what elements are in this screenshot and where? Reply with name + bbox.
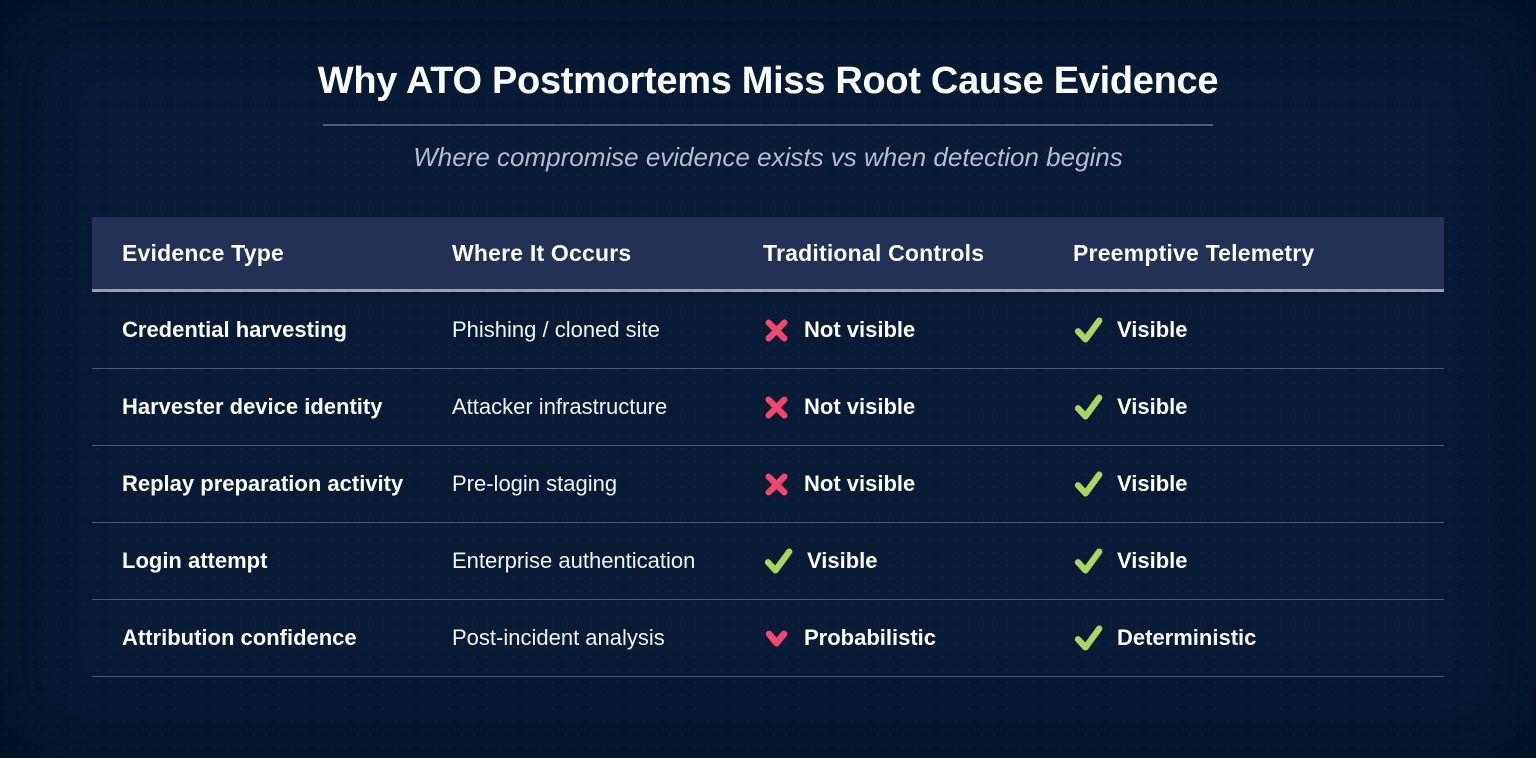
- table-row: Replay preparation activity Pre-login st…: [92, 446, 1444, 523]
- status-label: Visible: [807, 548, 878, 573]
- preemptive-telemetry-cell: Visible: [1043, 392, 1444, 422]
- check-icon: [1073, 623, 1103, 653]
- x-icon: [763, 394, 790, 421]
- evidence-type-cell: Login attempt: [122, 548, 268, 573]
- status-label: Visible: [1117, 471, 1188, 496]
- table-header-row: Evidence Type Where It Occurs Traditiona…: [92, 217, 1444, 292]
- status-label: Not visible: [804, 394, 916, 419]
- where-it-occurs-cell: Enterprise authentication: [452, 548, 696, 573]
- check-icon: [1073, 546, 1103, 576]
- chevron-down-icon: [763, 625, 790, 652]
- preemptive-telemetry-cell: Visible: [1043, 315, 1444, 345]
- where-it-occurs-cell: Post-incident analysis: [452, 625, 665, 650]
- comparison-table: Evidence Type Where It Occurs Traditiona…: [92, 217, 1444, 677]
- check-icon: [1073, 469, 1103, 499]
- status-label: Deterministic: [1117, 625, 1257, 650]
- status-label: Probabilistic: [804, 625, 937, 650]
- page-title: Why ATO Postmortems Miss Root Cause Evid…: [317, 60, 1219, 102]
- traditional-controls-cell: Probabilistic: [733, 625, 1043, 652]
- traditional-controls-cell: Not visible: [733, 317, 1043, 344]
- check-icon: [1073, 315, 1103, 345]
- table-row: Attribution confidence Post-incident ana…: [92, 600, 1444, 677]
- traditional-controls-cell: Visible: [733, 546, 1043, 576]
- column-header-traditional-controls: Traditional Controls: [763, 239, 985, 266]
- status-label: Not visible: [804, 471, 916, 496]
- status-label: Not visible: [804, 317, 916, 342]
- traditional-controls-cell: Not visible: [733, 471, 1043, 498]
- x-icon: [763, 317, 790, 344]
- x-icon: [763, 471, 790, 498]
- where-it-occurs-cell: Attacker infrastructure: [452, 394, 668, 419]
- table-row: Credential harvesting Phishing / cloned …: [92, 292, 1444, 369]
- where-it-occurs-cell: Phishing / cloned site: [452, 317, 660, 342]
- where-it-occurs-cell: Pre-login staging: [452, 471, 618, 496]
- title-divider: [323, 123, 1213, 126]
- table-row: Login attempt Enterprise authentication …: [92, 523, 1444, 600]
- table-row: Harvester device identity Attacker infra…: [92, 369, 1444, 446]
- evidence-type-cell: Replay preparation activity: [122, 471, 404, 496]
- page-subtitle: Where compromise evidence exists vs when…: [413, 141, 1123, 172]
- preemptive-telemetry-cell: Visible: [1043, 469, 1444, 499]
- check-icon: [763, 546, 793, 576]
- status-label: Visible: [1117, 394, 1188, 419]
- status-label: Visible: [1117, 548, 1188, 573]
- evidence-type-cell: Attribution confidence: [122, 625, 357, 650]
- column-header-evidence-type: Evidence Type: [122, 239, 284, 266]
- check-icon: [1073, 392, 1103, 422]
- status-label: Visible: [1117, 317, 1188, 342]
- preemptive-telemetry-cell: Deterministic: [1043, 623, 1444, 653]
- evidence-type-cell: Credential harvesting: [122, 317, 347, 342]
- preemptive-telemetry-cell: Visible: [1043, 546, 1444, 576]
- column-header-where-it-occurs: Where It Occurs: [452, 239, 632, 266]
- column-header-preemptive-telemetry: Preemptive Telemetry: [1073, 239, 1315, 266]
- traditional-controls-cell: Not visible: [733, 394, 1043, 421]
- evidence-type-cell: Harvester device identity: [122, 394, 383, 419]
